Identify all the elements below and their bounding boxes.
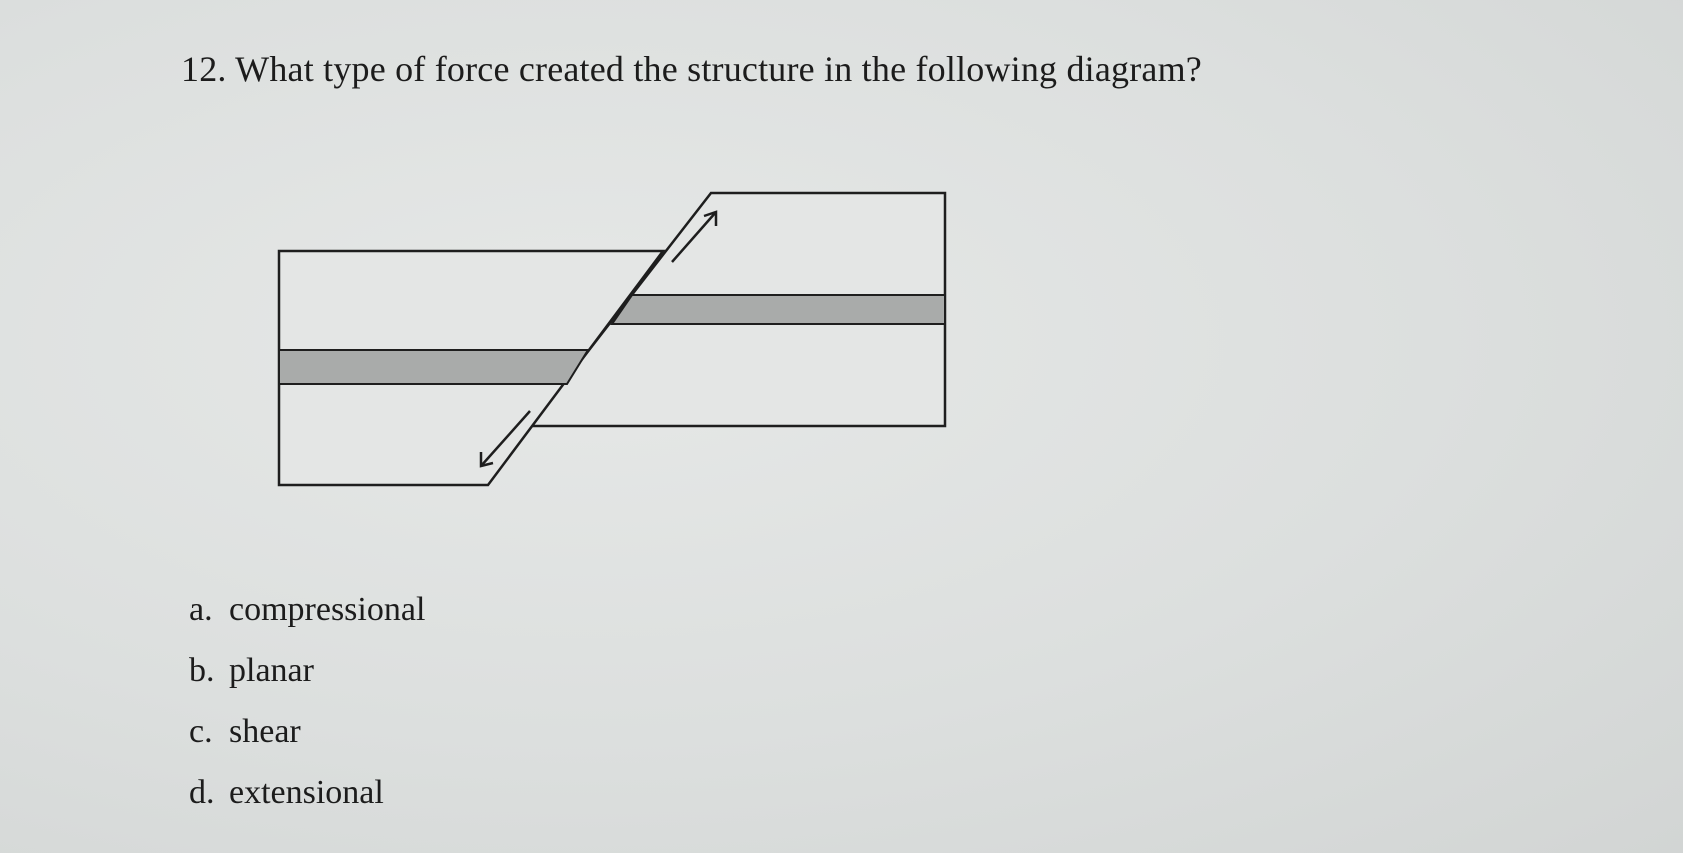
option-letter: d. bbox=[189, 774, 215, 811]
option-letter: a. bbox=[189, 591, 213, 628]
question-text: What type of force created the structure… bbox=[235, 49, 1202, 89]
footwall-layer bbox=[278, 349, 590, 385]
option-c[interactable]: c. shear bbox=[189, 712, 425, 773]
option-text: compressional bbox=[229, 591, 426, 628]
option-text: planar bbox=[229, 652, 314, 689]
down-arrow-icon bbox=[479, 410, 531, 468]
up-arrow-icon bbox=[671, 210, 718, 263]
option-letter: c. bbox=[189, 713, 213, 750]
option-a[interactable]: a. compressional bbox=[189, 590, 425, 651]
option-b[interactable]: b. planar bbox=[189, 651, 425, 712]
question-number: 12. bbox=[181, 49, 227, 89]
option-text: shear bbox=[229, 713, 301, 750]
option-text: extensional bbox=[229, 774, 384, 811]
answer-options: a. compressional b. planar c. shear d. exten… bbox=[189, 590, 425, 834]
option-letter: b. bbox=[189, 652, 215, 689]
option-d[interactable]: d. extensional bbox=[189, 773, 425, 834]
question-stem: 12. What type of force created the struc… bbox=[181, 48, 1202, 90]
hanging-wall-layer bbox=[610, 294, 946, 325]
